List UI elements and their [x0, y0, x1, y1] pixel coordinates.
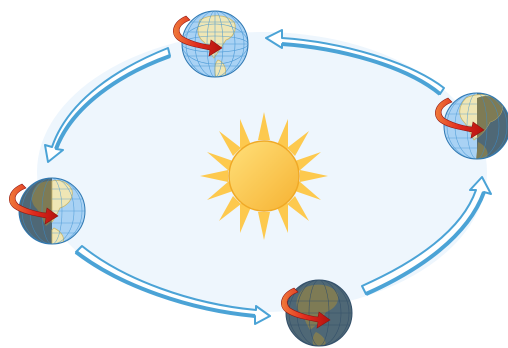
sun-icon	[200, 112, 328, 240]
